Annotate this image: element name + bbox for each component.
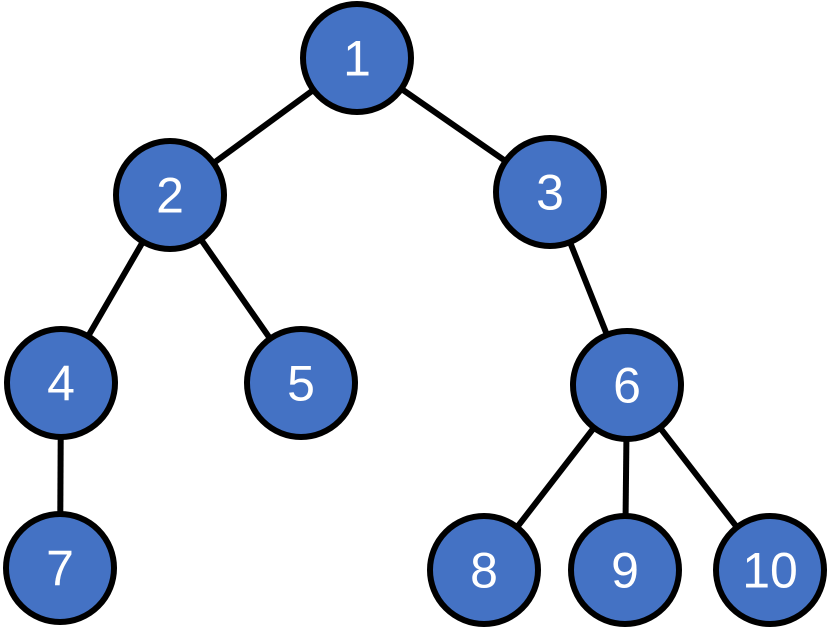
tree-node-circle-9 (568, 513, 682, 627)
tree-node-circle-7 (3, 511, 117, 625)
tree-node-8: 8 (427, 513, 541, 627)
tree-node-circle-10 (713, 513, 827, 627)
tree-node-label: 8 (470, 543, 498, 599)
tree-node-5: 5 (244, 326, 358, 440)
tree-node-label: 9 (611, 543, 639, 599)
tree-node-circle-2 (113, 138, 227, 252)
tree-node-3: 3 (493, 135, 607, 249)
tree-node-circle-6 (570, 328, 684, 442)
tree-node-label: 3 (536, 165, 564, 221)
tree-node-label: 5 (287, 356, 315, 412)
tree-node-6: 6 (570, 328, 684, 442)
tree-node-circle-1 (300, 1, 414, 115)
tree-node-1: 1 (300, 1, 414, 115)
tree-node-9: 9 (568, 513, 682, 627)
tree-node-circle-3 (493, 135, 607, 249)
tree-node-circle-5 (244, 326, 358, 440)
tree-node-7: 7 (3, 511, 117, 625)
tree-node-circle-8 (427, 513, 541, 627)
tree-node-10: 10 (713, 513, 827, 627)
tree-node-circle-4 (4, 326, 118, 440)
tree-node-4: 4 (4, 326, 118, 440)
tree-nodes-layer: 1 2 3 4 5 6 7 8 9 10 (3, 1, 827, 627)
tree-node-label: 10 (742, 543, 798, 599)
tree-node-label: 4 (47, 356, 75, 412)
tree-node-label: 1 (343, 31, 371, 87)
tree-node-label: 2 (156, 168, 184, 224)
tree-node-label: 6 (613, 358, 641, 414)
tree-edges-layer (57, 55, 773, 572)
tree-node-2: 2 (113, 138, 227, 252)
tree-node-label: 7 (46, 541, 74, 597)
